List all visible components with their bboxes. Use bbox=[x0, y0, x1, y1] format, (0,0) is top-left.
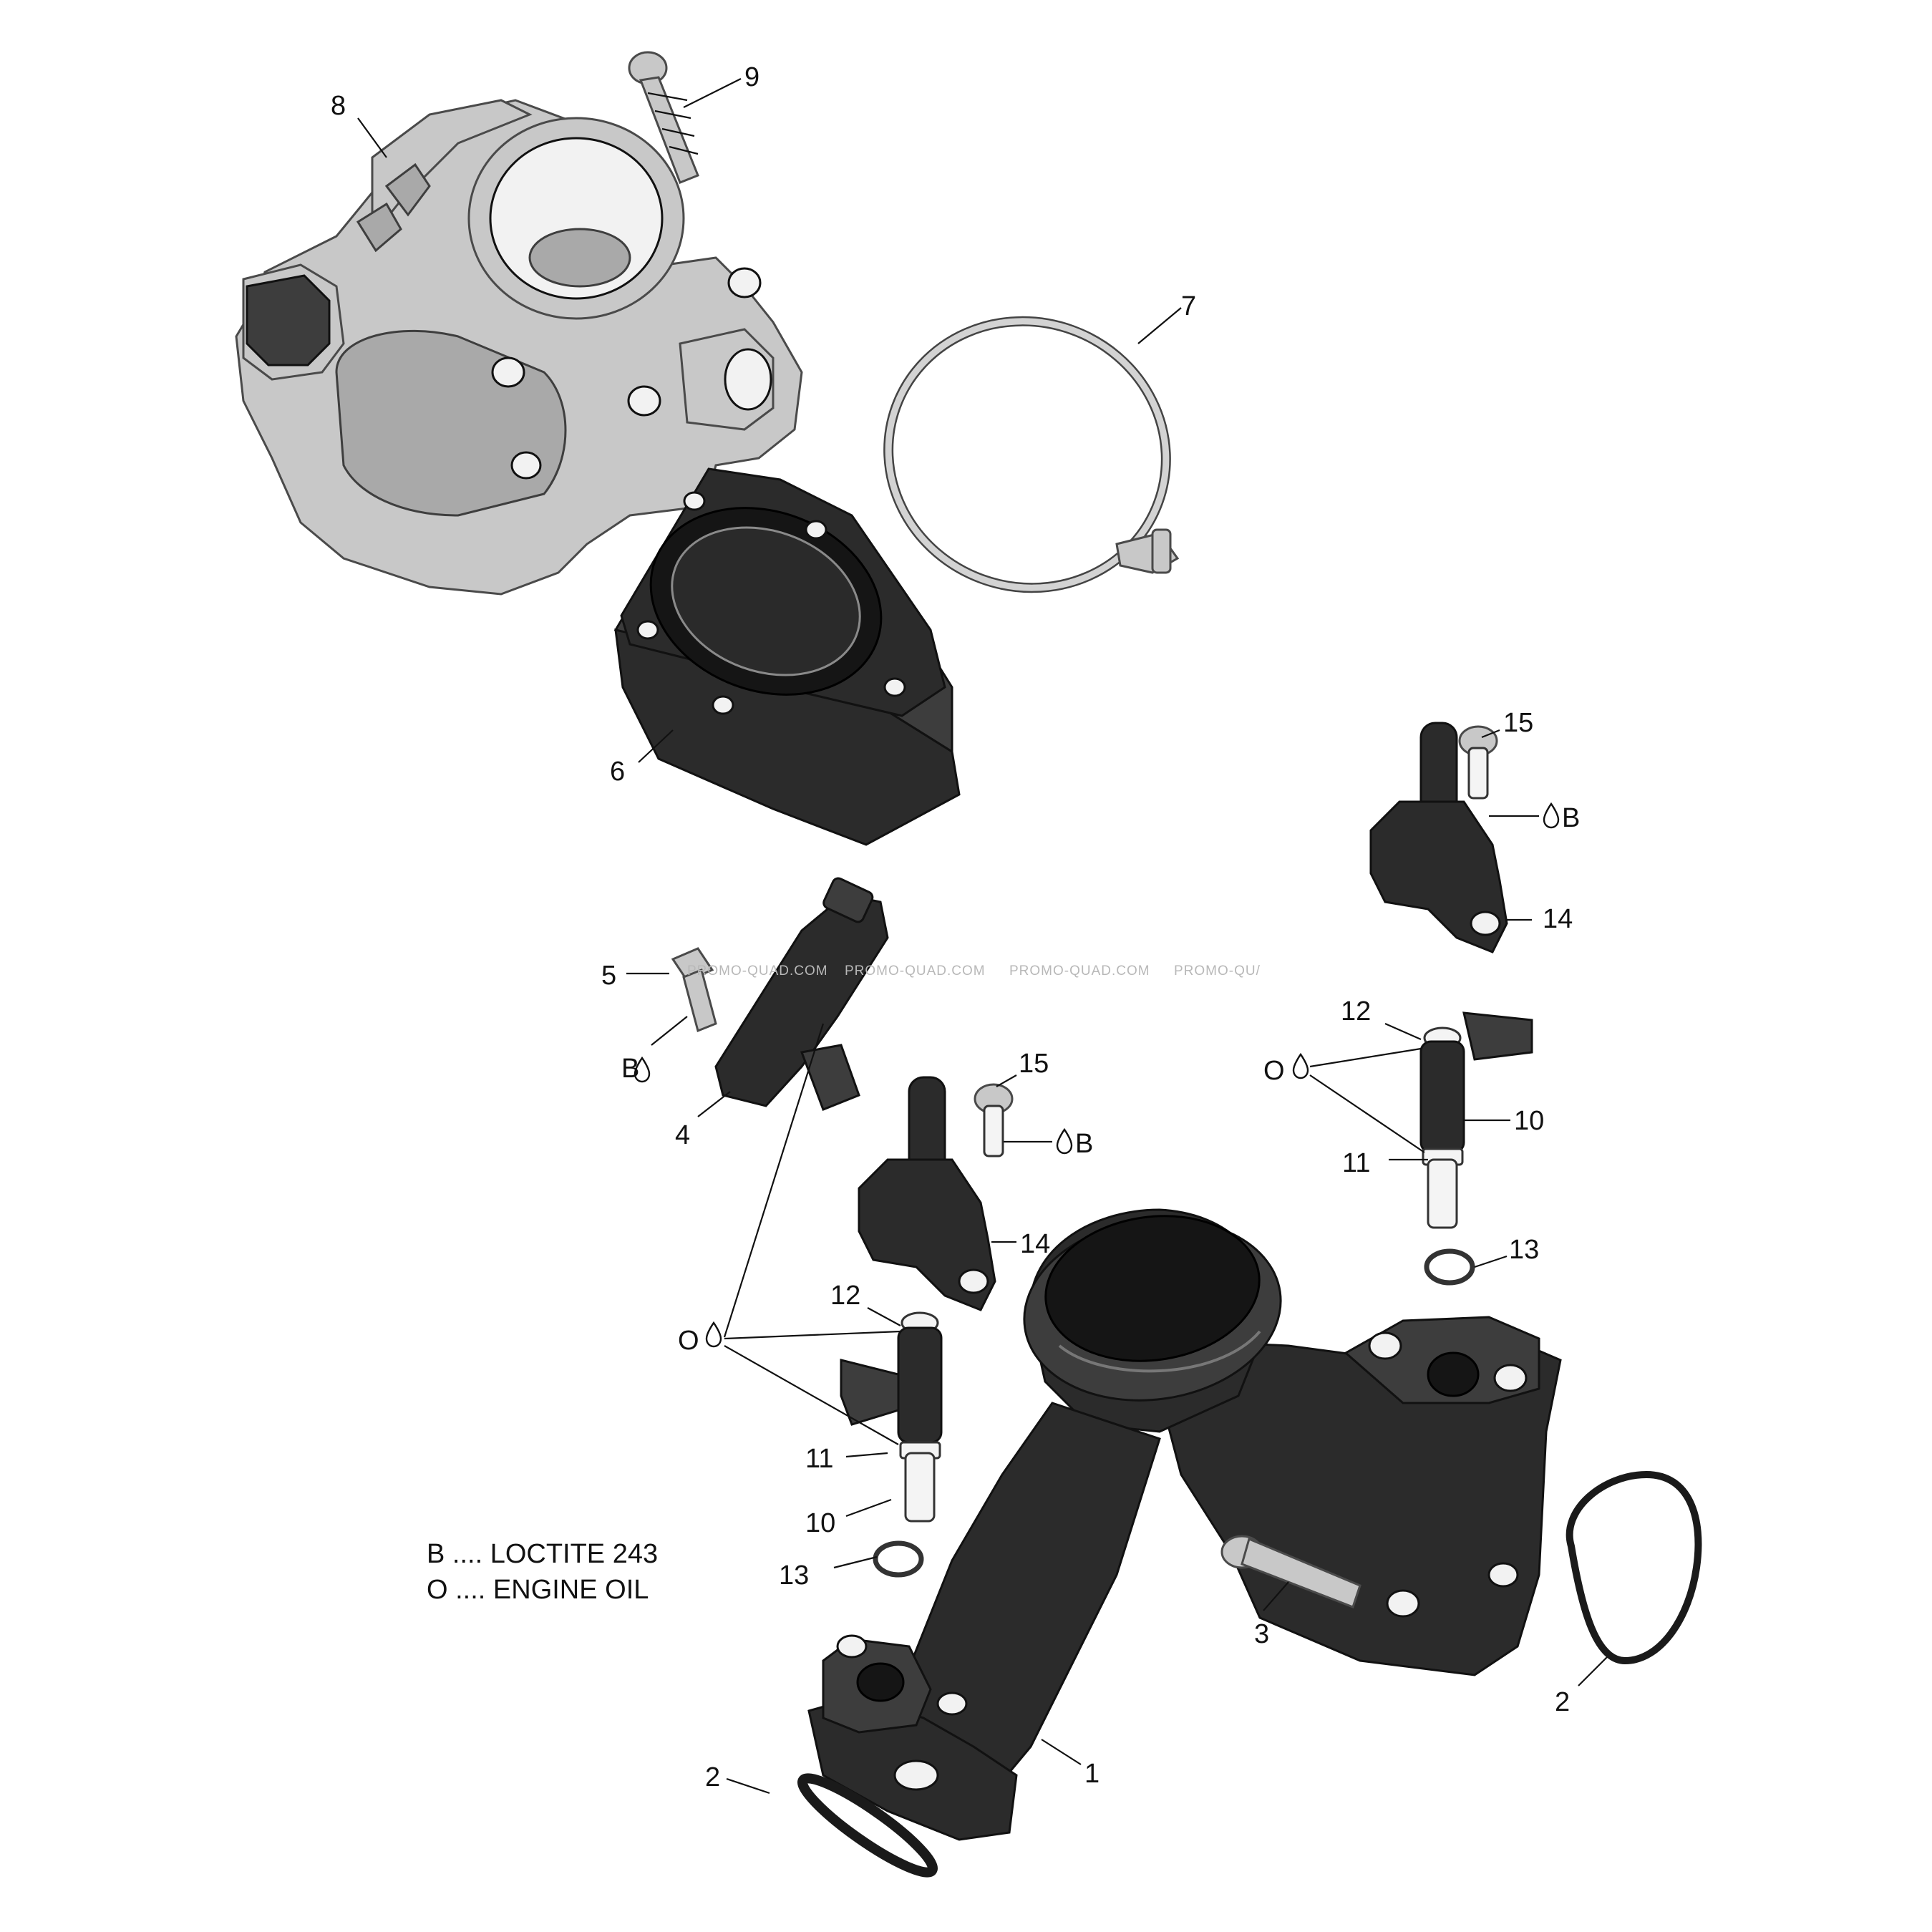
marker-o-right: O bbox=[1263, 1056, 1285, 1086]
legend-loctite: B .... LOCTITE 243 bbox=[427, 1539, 658, 1569]
fuel-injector-right bbox=[1419, 1011, 1533, 1229]
callout-9: 9 bbox=[744, 62, 759, 92]
watermark-text-2: PROMO-QUAD.COM bbox=[845, 963, 986, 979]
o-ring-left bbox=[873, 1540, 924, 1578]
leader-lines bbox=[357, 78, 1608, 1795]
callout-13-left: 13 bbox=[779, 1560, 809, 1591]
fuel-injector-left bbox=[840, 1311, 943, 1523]
fuel-rail-right-screw bbox=[1458, 725, 1498, 800]
callout-1: 1 bbox=[1084, 1759, 1100, 1789]
callout-15-left: 15 bbox=[1019, 1049, 1049, 1079]
callout-13-right: 13 bbox=[1509, 1235, 1539, 1265]
marker-b-5: B bbox=[621, 1054, 639, 1084]
intake-manifold bbox=[807, 1208, 1562, 1841]
callout-2-right: 2 bbox=[1555, 1687, 1570, 1717]
callout-15-right: 15 bbox=[1503, 708, 1533, 738]
callout-numbers: 8 9 7 6 5 B 4 15 B 14 12 O 11 10 13 15 B… bbox=[331, 62, 1580, 1792]
callout-3: 3 bbox=[1254, 1619, 1269, 1649]
legend: B .... LOCTITE 243 O .... ENGINE OIL bbox=[427, 1539, 658, 1605]
callout-12-right: 12 bbox=[1341, 996, 1371, 1026]
callout-2-bottom: 2 bbox=[705, 1762, 720, 1792]
callout-11-right: 11 bbox=[1342, 1148, 1370, 1178]
marker-b-15-right: B bbox=[1562, 803, 1580, 833]
watermark-text-1: PROMO-QUAD.COM bbox=[687, 963, 828, 979]
hose-clamp bbox=[883, 316, 1180, 593]
gasket-right bbox=[1565, 1470, 1702, 1665]
o-ring-right bbox=[1424, 1248, 1475, 1286]
throttle-body-adapter bbox=[613, 467, 961, 846]
drop-icon bbox=[1292, 1052, 1309, 1079]
callout-7: 7 bbox=[1181, 291, 1196, 321]
drop-icons bbox=[634, 802, 1560, 1348]
marker-b-15-left: B bbox=[1075, 1129, 1093, 1159]
throttle-body bbox=[235, 99, 803, 596]
drop-icon bbox=[705, 1321, 722, 1348]
marker-o-left: O bbox=[678, 1326, 699, 1356]
legend-engine-oil: O .... ENGINE OIL bbox=[427, 1575, 649, 1605]
drop-icon bbox=[1056, 1127, 1073, 1155]
fuel-rail-left bbox=[858, 1076, 996, 1311]
map-sensor bbox=[714, 877, 889, 1111]
fuel-rail-left-screw bbox=[974, 1083, 1014, 1157]
throttle-body-screw bbox=[628, 51, 699, 184]
watermark-text-3: PROMO-QUAD.COM bbox=[1009, 963, 1150, 979]
map-sensor-screw bbox=[671, 947, 717, 1033]
callout-12-left: 12 bbox=[830, 1281, 860, 1311]
callout-14-left: 14 bbox=[1020, 1229, 1050, 1259]
callout-14-right: 14 bbox=[1543, 904, 1573, 934]
callout-11-left: 11 bbox=[805, 1444, 833, 1474]
callout-6: 6 bbox=[610, 757, 625, 787]
manifold-screw bbox=[1220, 1535, 1361, 1608]
callout-8: 8 bbox=[331, 91, 346, 121]
watermark-text-4: PROMO-QU/ bbox=[1174, 963, 1261, 979]
watermark: PROMO-QUAD.COM PROMO-QUAD.COM PROMO-QUAD… bbox=[687, 963, 1261, 979]
callout-4: 4 bbox=[675, 1120, 690, 1150]
callout-5: 5 bbox=[601, 961, 616, 991]
callout-10-right: 10 bbox=[1514, 1106, 1544, 1136]
callout-10-left: 10 bbox=[805, 1508, 835, 1538]
gasket-bottom bbox=[797, 1773, 938, 1878]
drop-icon bbox=[1543, 802, 1560, 829]
drop-icon bbox=[634, 1056, 651, 1083]
fuel-rail-right bbox=[1369, 722, 1508, 953]
